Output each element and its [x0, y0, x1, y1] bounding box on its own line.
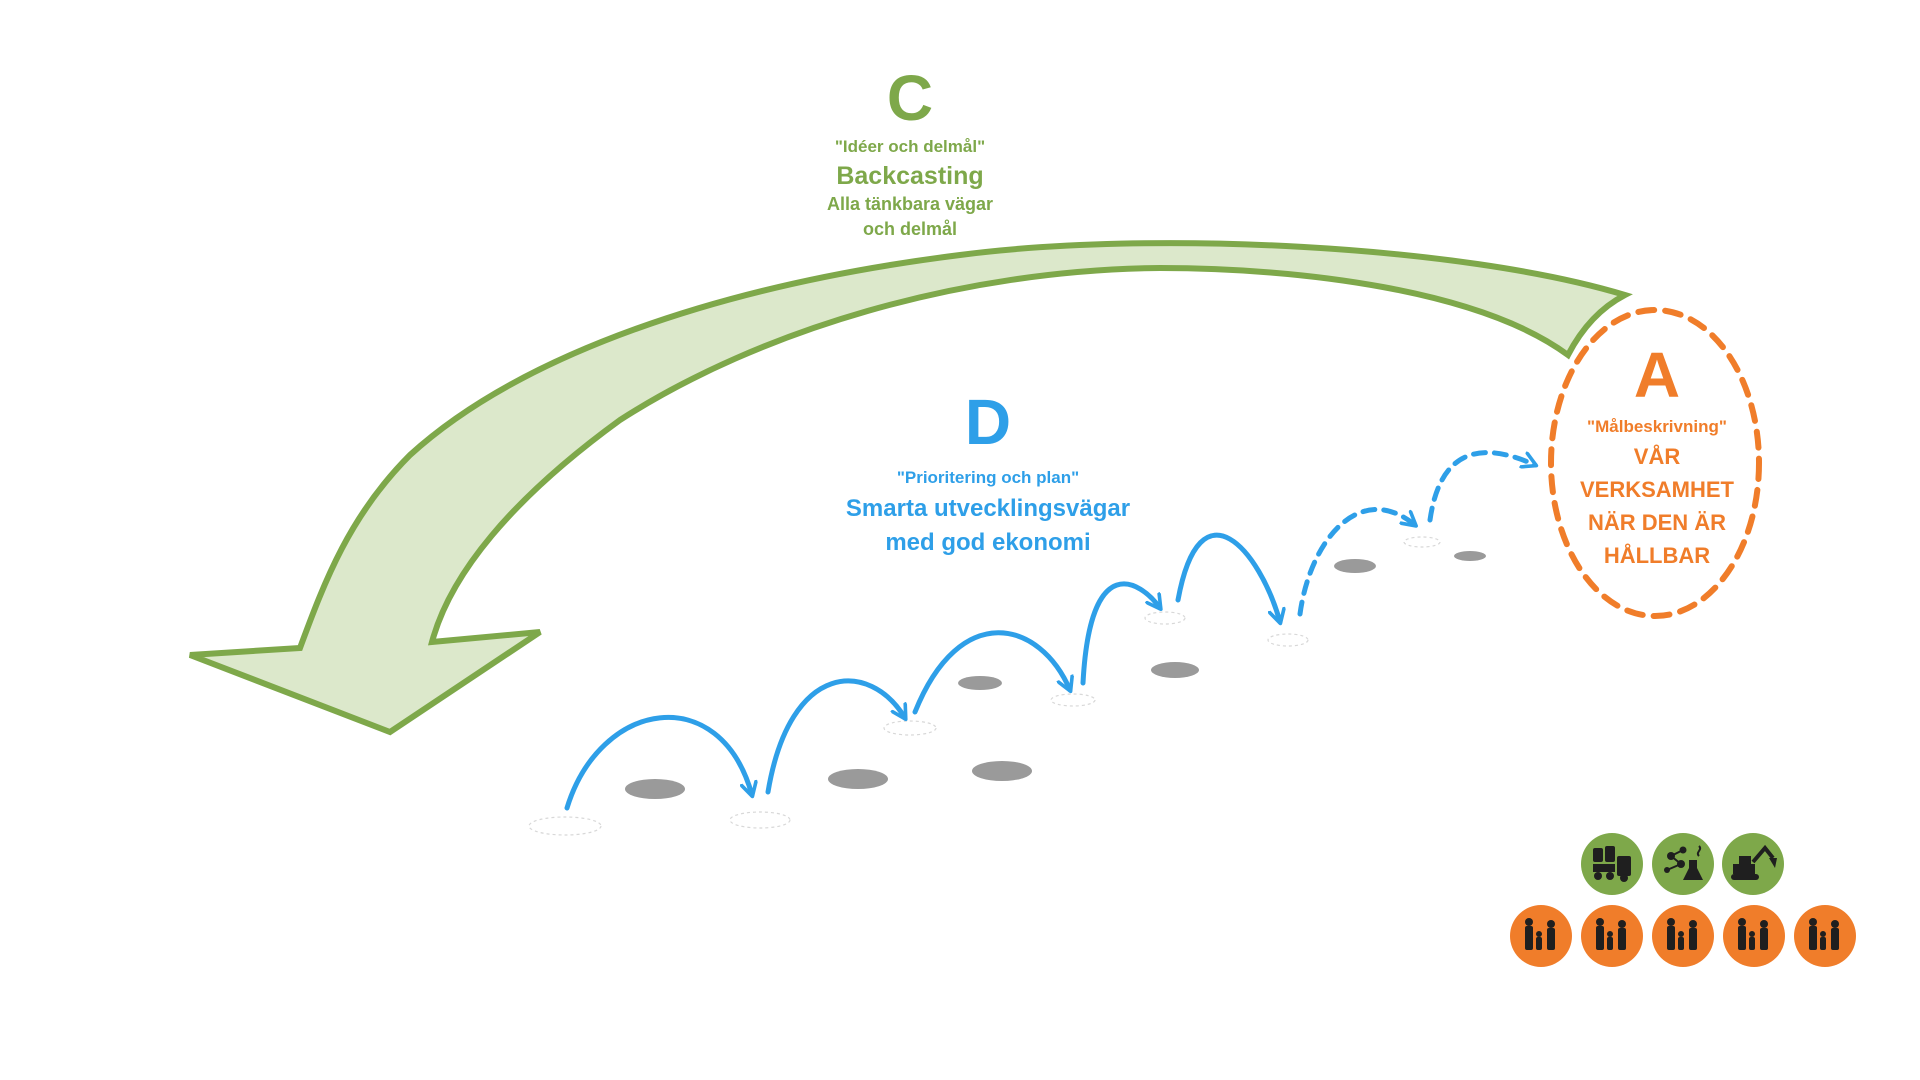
- hop-arrow: [912, 630, 1070, 715]
- orange-icon-row: [1510, 905, 1856, 967]
- section-c-line2: och delmål: [863, 219, 957, 239]
- section-d-line1: Smarta utvecklingsvägar: [846, 495, 1130, 522]
- hop-arrow-dashed: [1427, 450, 1535, 523]
- hop-arrow: [1080, 581, 1160, 686]
- family-icon: [1581, 905, 1643, 967]
- section-a-line4: HÅLLBAR: [1604, 542, 1710, 568]
- stone: [958, 676, 1002, 690]
- excavator-icon: [1722, 833, 1784, 895]
- stone: [972, 761, 1032, 781]
- family-icon: [1723, 905, 1785, 967]
- backcasting-arrow: [188, 240, 1633, 736]
- family-icon: [1794, 905, 1856, 967]
- hop-arrow-dashed: [1297, 507, 1415, 617]
- hop-arrows: [564, 450, 1535, 811]
- stone: [1151, 662, 1199, 678]
- landing-spot: [1050, 693, 1096, 707]
- hop-arrow: [765, 678, 905, 795]
- section-d-quote: "Prioritering och plan": [897, 468, 1079, 487]
- section-c-line1: Alla tänkbara vägar: [827, 194, 993, 214]
- section-c-title: Backcasting: [836, 162, 983, 190]
- section-c-quote: "Idéer och delmål": [835, 137, 985, 156]
- landing-spot: [1144, 611, 1186, 625]
- hop-arrow: [564, 714, 752, 811]
- landing-spots: [528, 536, 1441, 836]
- section-d-letter: D: [965, 386, 1011, 458]
- stone: [1334, 559, 1376, 573]
- hop-arrow: [1175, 532, 1280, 622]
- section-a-letter: A: [1634, 339, 1680, 411]
- landing-spot: [729, 811, 791, 829]
- landing-spot: [1267, 633, 1309, 647]
- target-ellipse: [1548, 307, 1762, 619]
- chemicals-icon: [1652, 833, 1714, 895]
- stone: [625, 779, 685, 799]
- section-d-line2: med god ekonomi: [885, 529, 1090, 556]
- section-a-line1: VÅR: [1634, 443, 1681, 469]
- stone: [828, 769, 888, 789]
- green-icon-row: [1581, 833, 1784, 895]
- section-a-line2: VERKSAMHET: [1580, 477, 1735, 502]
- stone: [1454, 551, 1486, 561]
- family-icon: [1652, 905, 1714, 967]
- landing-spot: [1403, 536, 1441, 548]
- landing-spot: [883, 720, 937, 736]
- landing-spot: [528, 816, 602, 836]
- stepping-stones: [625, 551, 1486, 799]
- family-icon: [1510, 905, 1572, 967]
- section-a-line3: NÄR DEN ÄR: [1588, 510, 1726, 535]
- oil-barrels-icon: [1581, 833, 1643, 895]
- section-c-letter: C: [887, 62, 933, 134]
- section-a-quote: "Målbeskrivning": [1587, 417, 1727, 436]
